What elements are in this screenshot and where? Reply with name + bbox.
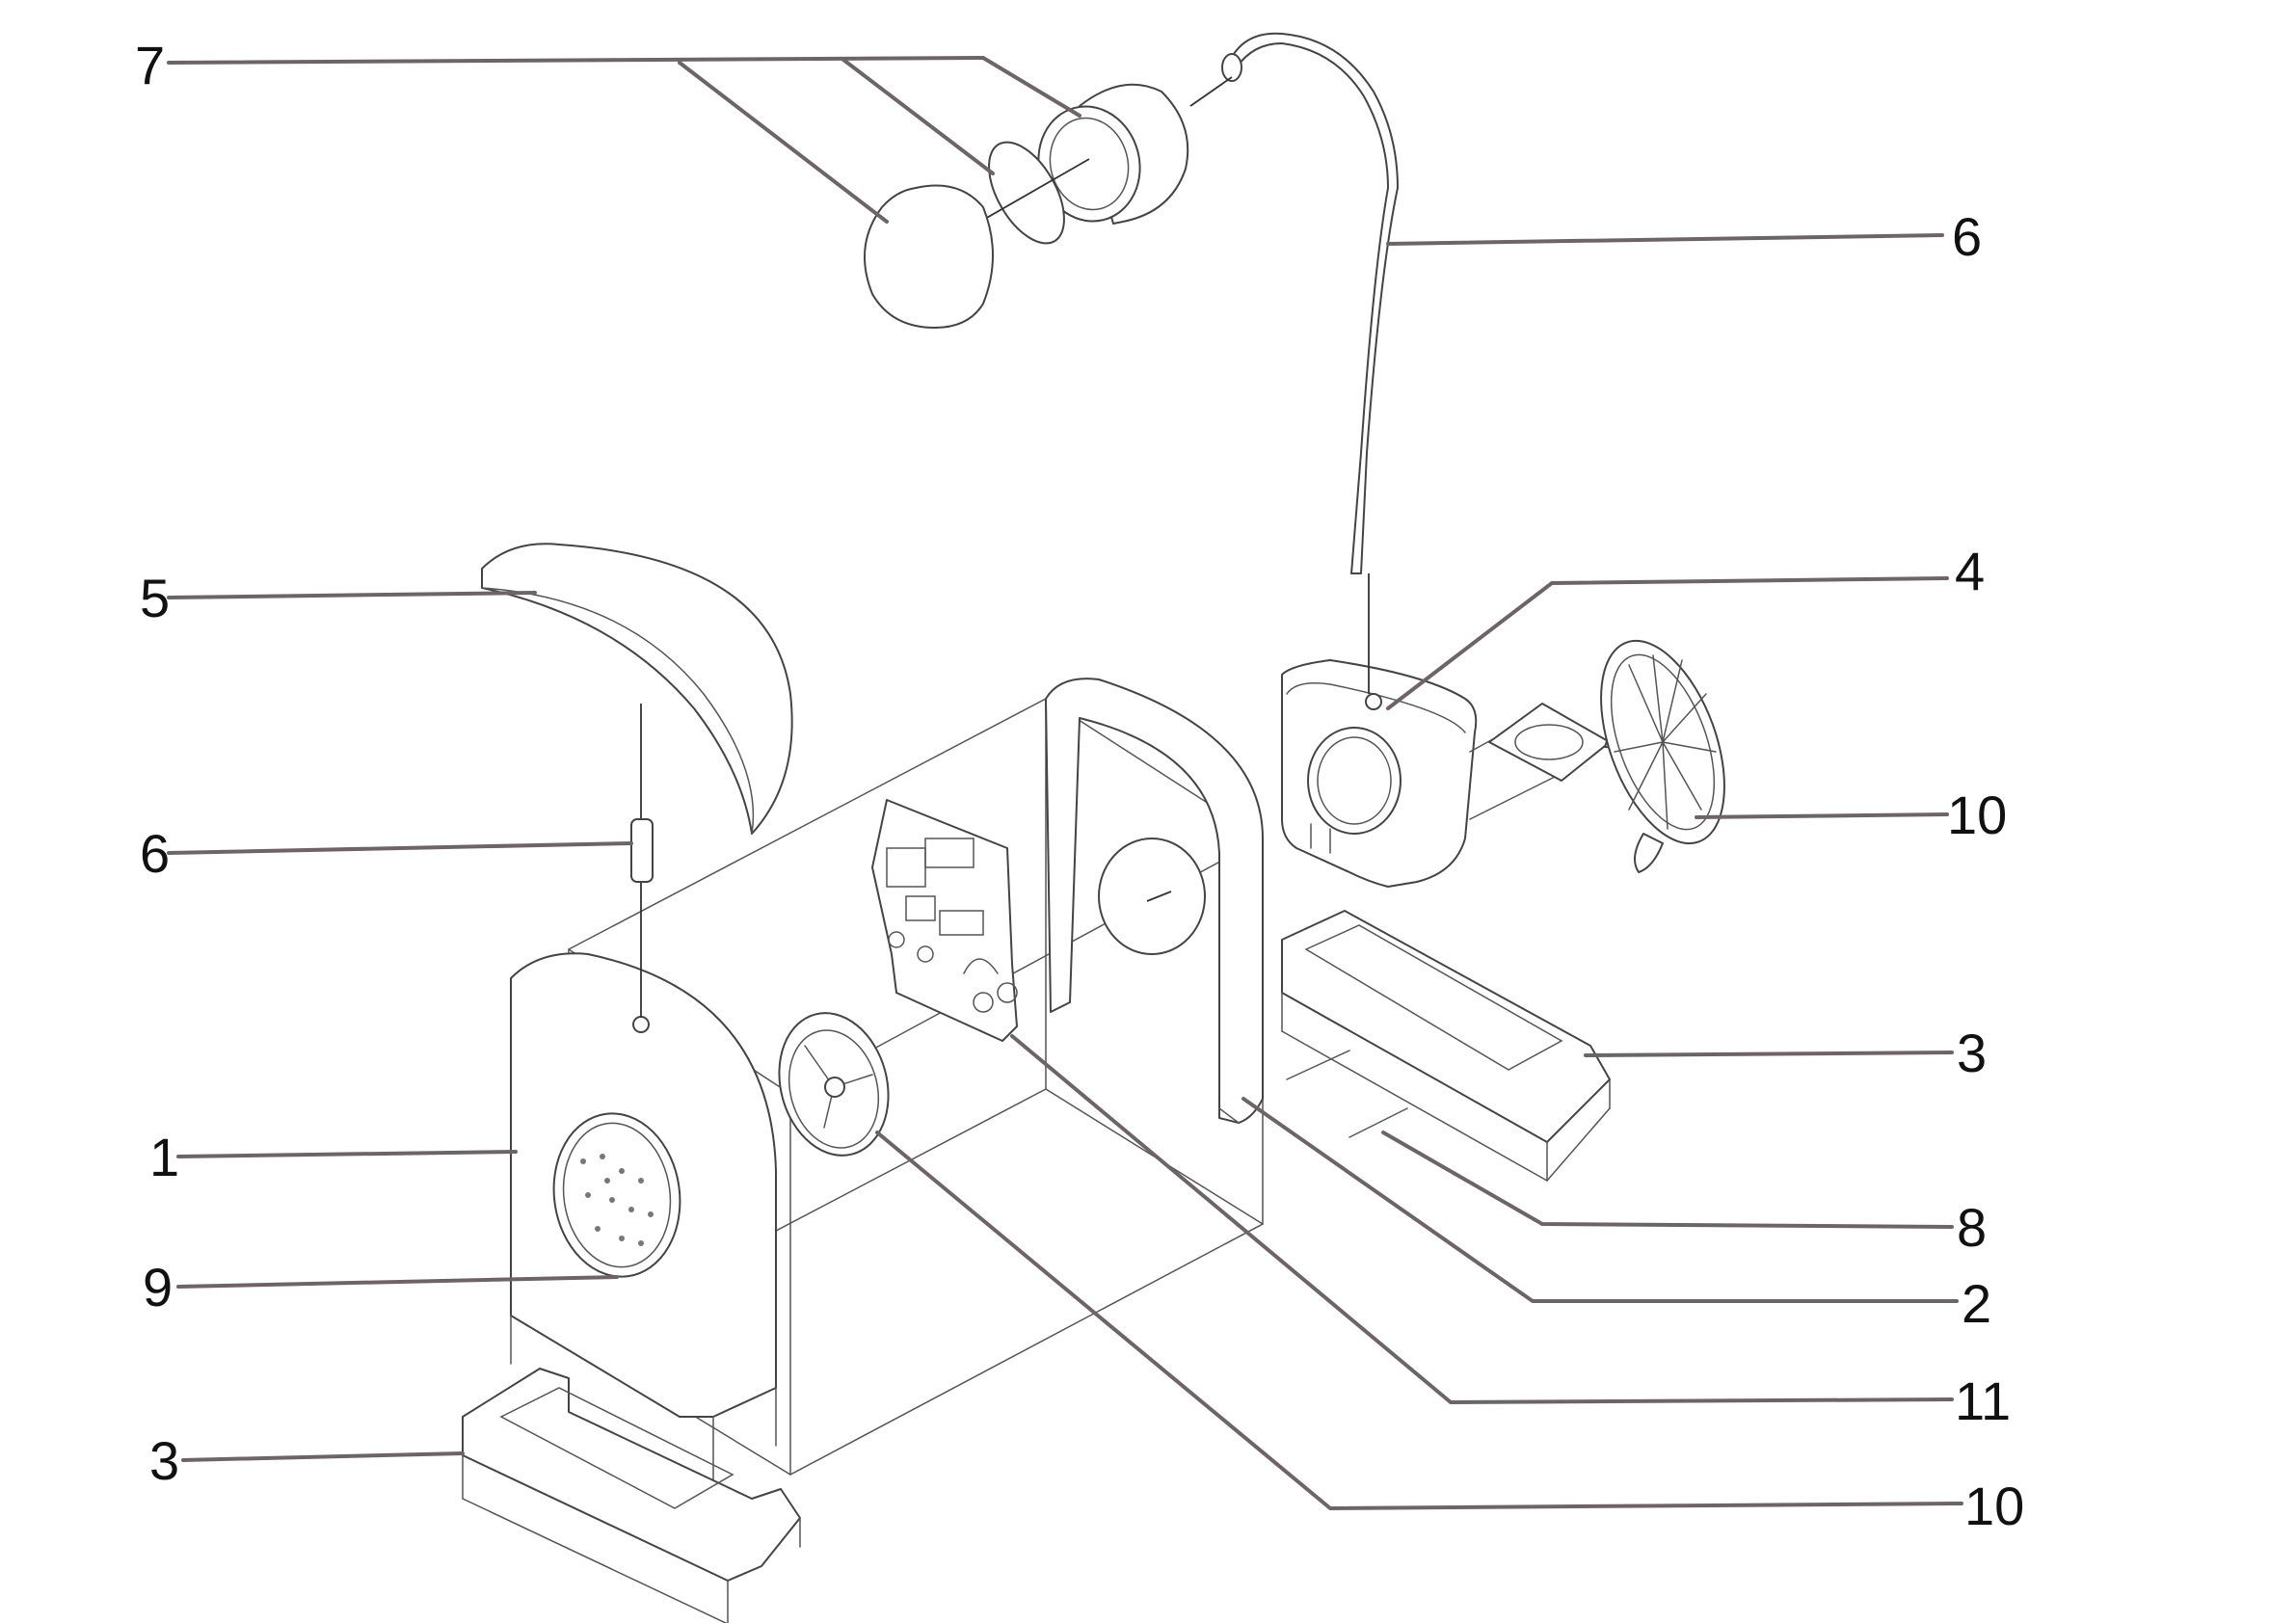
callout-1: 1 bbox=[149, 1127, 179, 1187]
leader-7 bbox=[167, 56, 1081, 224]
eye-dome-cap bbox=[864, 184, 994, 329]
upper-right-block bbox=[1281, 659, 1478, 888]
right-arched-panel bbox=[1045, 678, 1264, 1124]
leader-6-lower bbox=[167, 841, 633, 855]
leader-9 bbox=[176, 1275, 619, 1289]
callout-4: 4 bbox=[1955, 541, 1985, 601]
leader-3-right bbox=[1584, 1051, 1954, 1057]
callout-10-upper: 10 bbox=[1947, 785, 2007, 845]
left-base-tray bbox=[462, 1368, 801, 1623]
eye-housing-ring bbox=[1037, 76, 1233, 225]
bent-cable bbox=[1221, 32, 1399, 694]
callout-11: 11 bbox=[1955, 1370, 2011, 1431]
leader-5 bbox=[167, 591, 537, 599]
leader-2 bbox=[1241, 1097, 1959, 1303]
left-standoff bbox=[630, 818, 654, 883]
circuit-board bbox=[871, 799, 1018, 1042]
callout-5: 5 bbox=[140, 568, 170, 628]
callout-2: 2 bbox=[1962, 1273, 1991, 1334]
callout-3-left: 3 bbox=[149, 1430, 179, 1491]
leader-10-upper bbox=[1695, 812, 1949, 819]
callout-10-lower: 10 bbox=[1964, 1476, 2024, 1536]
speaker-grille bbox=[552, 1112, 681, 1278]
leader-3-left bbox=[181, 1451, 465, 1462]
callout-6-upper: 6 bbox=[1952, 206, 1982, 267]
leader-6-upper bbox=[1386, 233, 1944, 246]
callout-7: 7 bbox=[135, 35, 165, 95]
fan-wheel bbox=[1600, 639, 1725, 873]
callout-labels: 7 6 5 6 1 9 3 4 10 3 8 2 11 10 bbox=[135, 35, 2024, 1536]
callout-8: 8 bbox=[1957, 1197, 1987, 1258]
leader-4 bbox=[1386, 576, 1949, 710]
speaker-lower bbox=[778, 1012, 890, 1157]
top-curved-cover bbox=[481, 543, 793, 835]
right-base-tray bbox=[1281, 910, 1611, 1182]
leader-8 bbox=[1381, 1131, 1954, 1229]
leader-11 bbox=[1010, 1034, 1954, 1404]
eye-axis-line bbox=[971, 158, 1090, 227]
leader-1 bbox=[176, 1150, 518, 1158]
callout-9: 9 bbox=[143, 1257, 173, 1317]
leader-10-lower bbox=[875, 1131, 1963, 1510]
callout-3-right: 3 bbox=[1957, 1023, 1987, 1083]
leader-lines bbox=[167, 56, 1963, 1510]
callout-6-lower: 6 bbox=[140, 823, 170, 884]
eye-lens-disc bbox=[988, 141, 1065, 245]
